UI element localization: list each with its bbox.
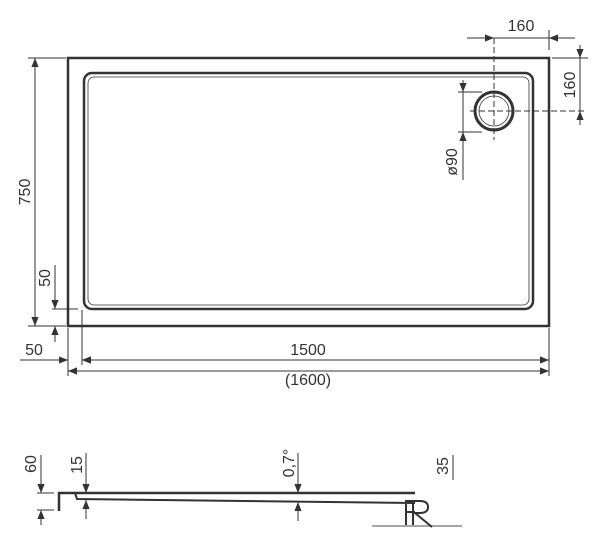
- slope-label: 0,7°: [281, 449, 298, 478]
- dim-step: 15: [69, 453, 90, 519]
- tray-section: [57, 491, 416, 511]
- width-alt-label: (1600): [285, 372, 331, 389]
- rim-left-label: 50: [25, 342, 43, 359]
- tray-plan: [66, 56, 551, 328]
- dim-drain-offset-x: 160: [467, 18, 575, 50]
- rim-bottom-label: 50: [37, 269, 54, 287]
- dim-width: 1500 (1600): [68, 328, 550, 389]
- width-label: 1500: [290, 342, 326, 359]
- step-label: 15: [69, 456, 86, 474]
- dim-depth: 750: [17, 57, 66, 327]
- tray-outer-edge: [66, 56, 551, 328]
- dim-total-height: 60: [23, 455, 54, 525]
- drain: [470, 38, 585, 140]
- dim-drain-offset-y: 160: [552, 45, 588, 125]
- drain-offset-y-label: 160: [562, 72, 579, 99]
- total-height-label: 60: [23, 455, 40, 473]
- tray-inner-basin-line: [87, 76, 530, 306]
- dim-rim-bottom: 50: [37, 265, 78, 342]
- brand-logo: [372, 500, 462, 528]
- dim-slope: 0,7°: [281, 449, 302, 521]
- tray-inner-basin: [82, 71, 535, 311]
- dim-rim-left: 50: [20, 310, 98, 376]
- depth-35-label: 35: [435, 457, 452, 475]
- drain-offset-x-label: 160: [508, 18, 535, 35]
- dim-drain-diameter: ø90: [444, 80, 482, 180]
- depth-label: 750: [17, 179, 34, 206]
- dim-depth-35: 35: [435, 455, 454, 480]
- drain-diameter-label: ø90: [444, 148, 461, 176]
